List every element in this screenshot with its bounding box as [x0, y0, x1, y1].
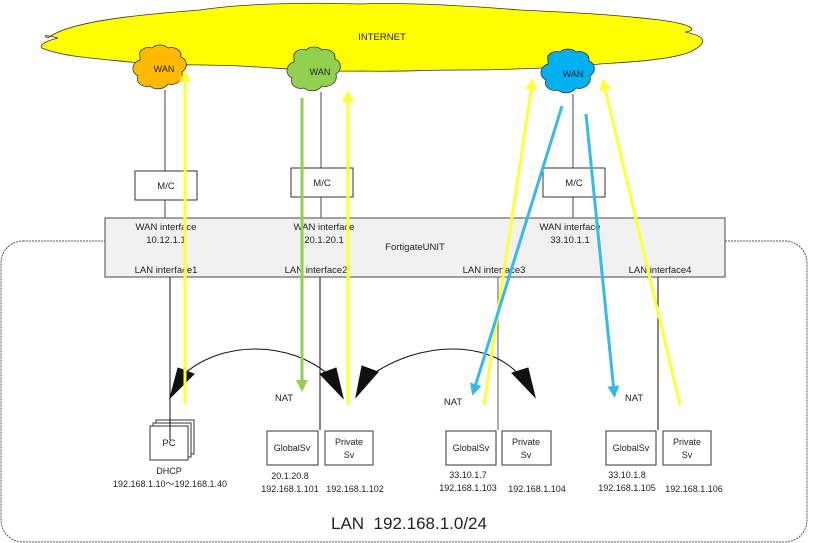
wan-uplinks: [164, 90, 574, 218]
svg-text:M/C: M/C: [565, 178, 583, 189]
server-globalsv-3: GlobalSv 33.10.1.8 192.168.1.105: [598, 430, 657, 493]
pc-dhcp-label: DHCP: [156, 466, 182, 476]
svg-text:GlobalSv: GlobalSv: [274, 443, 311, 453]
wan-interface-1-ip: 10.12.1.1: [146, 235, 186, 246]
media-converter-3: M/C: [542, 167, 606, 198]
private-ip-104: 192.168.1.104: [508, 484, 566, 494]
lan-label: LAN 192.168.1.0/24: [331, 514, 487, 533]
lan-interface-3-label: LAN interface3: [463, 265, 526, 276]
svg-text:GlobalSv: GlobalSv: [453, 443, 490, 453]
svg-text:Sv: Sv: [682, 450, 693, 460]
nat-label-3: NAT: [625, 393, 643, 404]
nat-label-1: NAT: [275, 393, 293, 404]
svg-text:Private: Private: [512, 437, 540, 447]
private-ip-102: 192.168.1.102: [326, 484, 384, 494]
flow-globalsv-inbound-2: [470, 105, 564, 396]
pc-device: PC DHCP 192.168.1.10～192.168.1.40: [113, 410, 227, 489]
wan-interface-1-label: WAN interface: [136, 222, 197, 233]
internet-label: INTERNET: [358, 32, 406, 43]
svg-text:M/C: M/C: [157, 181, 175, 192]
flow-arrows: [179, 70, 682, 406]
media-converter-1: M/C: [134, 170, 198, 201]
fortigate-unit: FortigateUNIT WAN interface 10.12.1.1 WA…: [104, 217, 726, 278]
pc-ip-range: 192.168.1.10～192.168.1.40: [113, 479, 227, 489]
flow-privatesv-outbound-3: [599, 78, 682, 406]
svg-text:Private: Private: [335, 437, 363, 447]
server-globalsv-2: GlobalSv 33.10.1.7 192.168.1.103: [439, 430, 497, 493]
lan-crosslink-arrow-2: [355, 348, 536, 399]
lan-interface-1-label: LAN interface1: [135, 265, 198, 276]
private-ip-101: 192.168.1.101: [261, 484, 319, 494]
svg-text:Sv: Sv: [521, 450, 532, 460]
lan-interface-4-label: LAN interface4: [629, 265, 692, 276]
global-ip-2: 33.10.1.7: [449, 470, 487, 480]
fortigate-label: FortigateUNIT: [385, 242, 445, 253]
wan-cloud-3: WAN: [540, 48, 595, 94]
internet-cloud: [40, 2, 703, 72]
lan-crosslink-arrow-1: [169, 348, 344, 400]
svg-text:Sv: Sv: [344, 450, 355, 460]
wan-interface-3-label: WAN interface: [540, 222, 601, 233]
wan-interface-2-label: WAN interface: [294, 222, 355, 233]
private-ip-105: 192.168.1.105: [598, 483, 656, 493]
wan-label-1: WAN: [154, 64, 175, 74]
wan-label-3: WAN: [563, 69, 584, 79]
server-globalsv-1: GlobalSv 20.1.20.8 192.168.1.101: [261, 430, 319, 494]
lan-zone: [0, 240, 808, 543]
flow-globalsv-inbound-3: [584, 113, 620, 398]
wan-label-2: WAN: [310, 67, 331, 77]
wan-cloud-2: WAN: [286, 46, 341, 92]
wan-cloud-1: WAN: [132, 44, 187, 90]
server-privatesv-3: Private Sv 192.168.1.106: [662, 430, 723, 494]
svg-text:GlobalSv: GlobalSv: [613, 443, 650, 453]
lan-interface-2-label: LAN interface2: [285, 265, 348, 276]
global-ip-1: 20.1.20.8: [271, 471, 309, 481]
svg-text:M/C: M/C: [313, 178, 331, 189]
wan-interface-2-ip: 20.1.20.1: [304, 235, 344, 246]
svg-text:PC: PC: [162, 438, 175, 449]
server-privatesv-1: Private Sv 192.168.1.102: [324, 430, 384, 494]
flow-privatesv-outbound-2: [482, 78, 538, 406]
nat-label-2: NAT: [444, 397, 462, 408]
lan-downlinks: [169, 277, 659, 440]
wan-interface-3-ip: 33.10.1.1: [550, 235, 590, 246]
global-ip-3: 33.10.1.8: [608, 470, 646, 480]
media-converter-2: M/C: [290, 167, 354, 198]
private-ip-103: 192.168.1.103: [439, 483, 497, 493]
server-privatesv-2: Private Sv 192.168.1.104: [501, 430, 566, 494]
svg-text:Private: Private: [673, 437, 701, 447]
private-ip-106: 192.168.1.106: [665, 484, 723, 494]
